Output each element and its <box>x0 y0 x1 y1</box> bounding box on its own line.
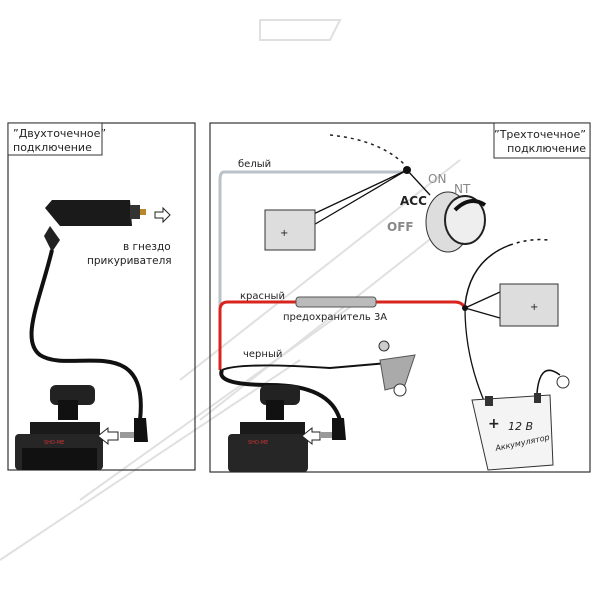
ignition-acc: ACC <box>400 194 427 208</box>
left-jack-plug <box>120 418 148 442</box>
red-wire <box>218 300 467 370</box>
white-wire-label: белый <box>238 159 271 170</box>
battery-plus: + <box>488 416 500 432</box>
crimp-connector-callout-1 <box>264 209 316 251</box>
fuse-holder <box>295 296 377 308</box>
plus-icon: + <box>280 228 288 239</box>
left-title-line1: ”Двухточечное” <box>13 127 106 140</box>
right-jack-plug <box>320 418 346 440</box>
ground-icon-2 <box>556 375 570 389</box>
ground-icon <box>393 383 407 397</box>
right-radar-device: SHO-ME <box>228 385 308 472</box>
right-title-line2: подключение <box>507 142 586 155</box>
ignition-on: ON <box>428 172 446 186</box>
socket-label-line1: в гнездо <box>123 241 171 253</box>
right-title-box <box>493 122 591 159</box>
left-title-line2: подключение <box>13 141 92 154</box>
left-radar-device: SHO-ME <box>15 385 103 470</box>
left-device-brand: SHO-ME <box>44 440 64 446</box>
battery-voltage: 12 В <box>508 420 533 433</box>
left-panel-frame <box>7 122 196 471</box>
plus-icon-2: + <box>530 302 538 313</box>
ignition-nt: NT <box>454 182 471 196</box>
black-wire-ground <box>221 361 401 371</box>
white-wire <box>218 170 406 370</box>
cigarette-plug <box>44 200 146 252</box>
right-title-line1: ”Трехточечное” <box>494 128 586 141</box>
callout-lines-ignition <box>304 169 431 231</box>
battery-wire-top <box>464 244 511 306</box>
crimp-connector-callout-2 <box>499 283 559 327</box>
ignition-dotted-wire <box>329 134 406 166</box>
battery-lines <box>464 291 501 411</box>
watermark <box>0 19 481 561</box>
rotation-arrow-icon <box>453 199 487 212</box>
socket-label-line2: прикуривателя <box>87 255 172 267</box>
arrow-right-icon <box>154 206 171 224</box>
ignition-switch <box>425 191 487 253</box>
black-wire-label: черный <box>243 349 282 360</box>
battery: + 12 В Аккумулятор <box>471 369 570 471</box>
left-title-box <box>7 122 103 156</box>
red-wire-label: красный <box>240 291 285 302</box>
ground-bolt <box>378 340 416 397</box>
fuse-label: предохранитель 3А <box>283 312 387 323</box>
right-panel-frame <box>209 122 591 473</box>
arrow-left-icon <box>97 426 119 446</box>
left-cable <box>29 249 143 421</box>
arrow-left-icon-2 <box>301 426 321 446</box>
ignition-off: OFF <box>387 220 414 234</box>
battery-dotted-wire <box>509 238 549 246</box>
right-device-brand: SHO-ME <box>248 440 268 446</box>
